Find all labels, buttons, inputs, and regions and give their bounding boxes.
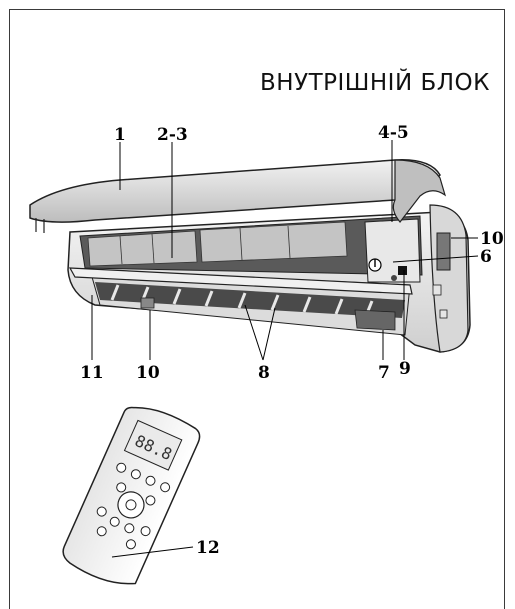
callout-8: 8: [258, 363, 270, 383]
callout-1: 1: [114, 125, 126, 145]
callouts: 1 2-3 4-5 10 6 11 10 8 7 9 12: [80, 123, 504, 558]
air-filters: [87, 221, 348, 267]
horizontal-flap: [68, 267, 413, 295]
leader-lines: [91, 140, 479, 558]
callout-6: 6: [480, 247, 492, 267]
front-panel: [29, 159, 441, 223]
indoor-unit: [29, 159, 471, 353]
callout-10-right: 10: [480, 229, 504, 249]
callout-2-3: 2-3: [157, 125, 188, 145]
callout-11: 11: [80, 363, 104, 383]
emergency-button: [398, 266, 407, 275]
figure-frame: [9, 9, 505, 609]
callout-4-5: 4-5: [378, 123, 409, 143]
callout-10-left: 10: [136, 363, 160, 383]
remote-lcd: [123, 419, 183, 471]
display-panel: [436, 232, 451, 271]
callout-9: 9: [399, 359, 411, 379]
callout-7: 7: [378, 363, 390, 383]
indicator-window: [140, 297, 155, 309]
remote-control: 88.8: [62, 406, 201, 585]
callout-12: 12: [196, 538, 220, 558]
figure-title: ВНУТРІШНІЙ БЛОК: [260, 70, 490, 96]
